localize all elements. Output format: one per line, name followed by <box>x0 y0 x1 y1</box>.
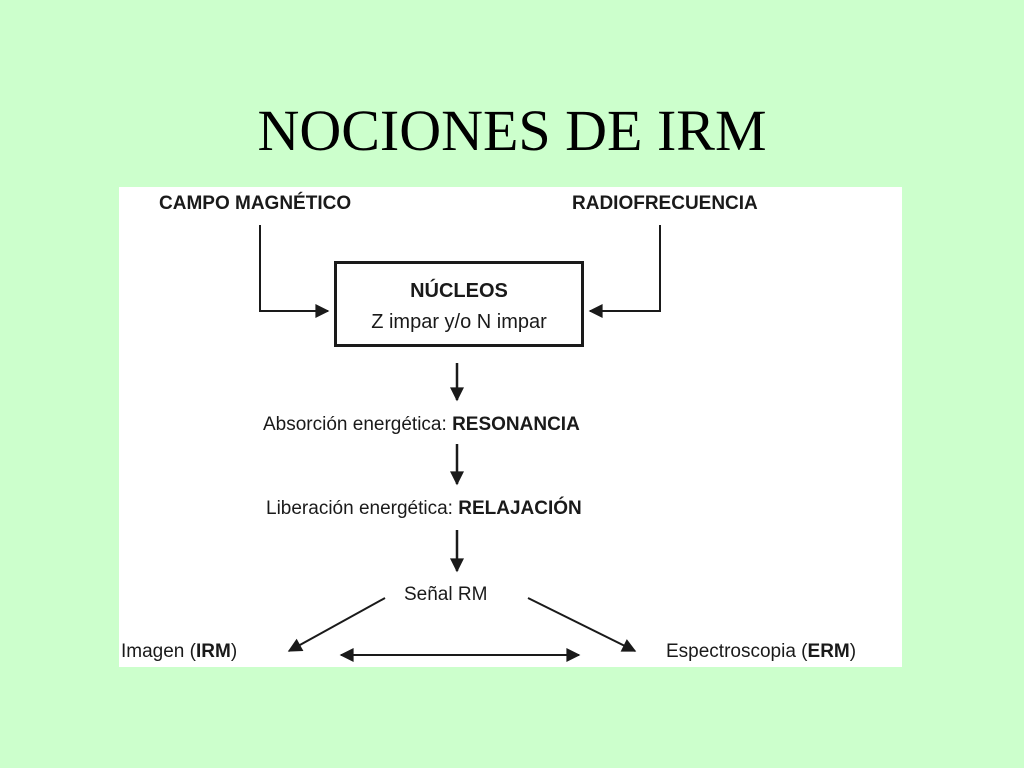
nucleus-title: NÚCLEOS <box>410 280 508 302</box>
output-spectroscopy: Espectroscopia (ERM) <box>666 640 856 664</box>
step-absorption-prefix: Absorción energética: <box>263 414 453 435</box>
diagram-panel: CAMPO MAGNÉTICO RADIOFRECUENCIA NÚCLEOS … <box>119 187 902 667</box>
step-absorption: Absorción energética: RESONANCIA <box>263 413 580 437</box>
arrow-magnetic-to-nucleus <box>259 225 330 318</box>
diagram-connectors <box>259 225 661 662</box>
nucleus-box: NÚCLEOS Z impar y/o N impar <box>334 261 584 347</box>
output-image: Imagen (IRM) <box>121 640 237 664</box>
arrow-rf-to-nucleus <box>588 225 661 318</box>
step-release: Liberación energética: RELAJACIÓN <box>266 497 582 521</box>
step-release-prefix: Liberación energética: <box>266 498 459 519</box>
output-spectroscopy-emphasis: ERM <box>807 641 850 662</box>
output-image-suffix: ) <box>230 641 238 662</box>
source-magnetic-field: CAMPO MAGNÉTICO <box>159 193 352 214</box>
output-image-emphasis: IRM <box>195 641 231 662</box>
signal-label: Señal RM <box>404 584 488 605</box>
output-spectroscopy-suffix: ) <box>849 641 857 662</box>
source-radiofrequency: RADIOFRECUENCIA <box>572 193 758 214</box>
output-image-prefix: Imagen ( <box>121 641 196 662</box>
step-absorption-emphasis: RESONANCIA <box>452 414 580 435</box>
output-spectroscopy-prefix: Espectroscopia ( <box>666 641 808 662</box>
step-release-emphasis: RELAJACIÓN <box>458 498 582 519</box>
slide-title: NOCIONES DE IRM <box>257 98 767 163</box>
nucleus-subtitle: Z impar y/o N impar <box>371 311 547 333</box>
arrow-signal-to-image <box>287 597 386 652</box>
arrow-signal-to-spectroscopy <box>527 597 637 652</box>
